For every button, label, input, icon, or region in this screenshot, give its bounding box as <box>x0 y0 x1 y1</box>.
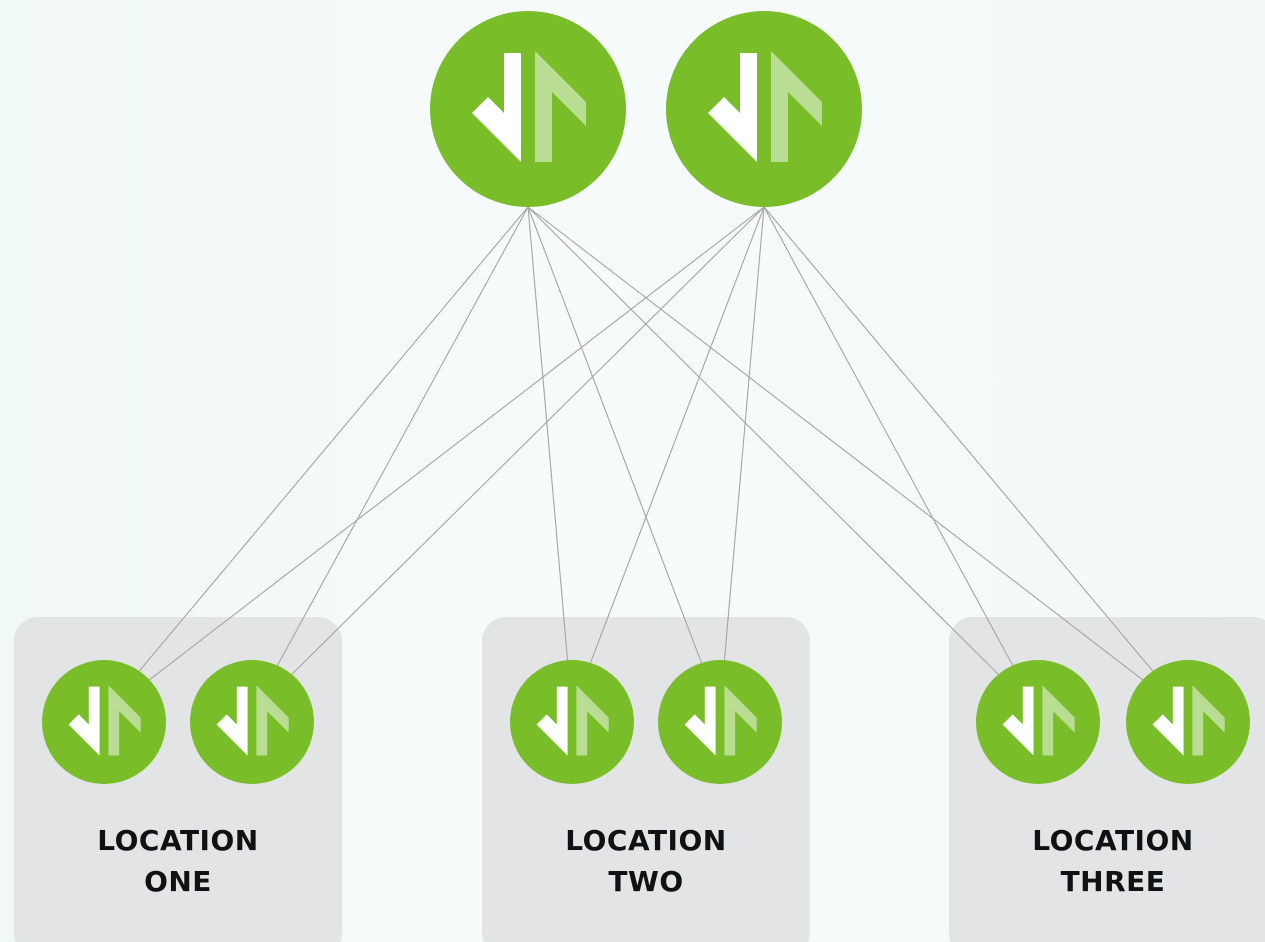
up-arrow-icon <box>576 685 609 756</box>
up-arrow-icon <box>108 685 141 756</box>
node-circle <box>1126 660 1250 784</box>
down-arrow-icon <box>68 686 100 756</box>
location-two-label-line1: LOCATION <box>565 824 726 857</box>
up-arrow-icon <box>1042 685 1075 756</box>
connection-line-hub1-loc1-node2 <box>276 206 529 666</box>
connection-line-hub2-loc2-node2 <box>723 206 765 661</box>
up-arrow-icon <box>724 685 757 756</box>
hub-node-1 <box>430 11 626 207</box>
connection-lines <box>138 206 1154 681</box>
location-one-label-line1: LOCATION <box>97 824 258 857</box>
connection-line-hub2-loc3-node2 <box>763 206 1154 672</box>
location-three-label-line1: LOCATION <box>1032 824 1193 857</box>
location-one-label-line2: ONE <box>144 865 212 898</box>
node-circle <box>658 660 782 784</box>
down-arrow-icon <box>708 53 757 162</box>
location-3-node-1 <box>976 660 1100 784</box>
up-down-arrows-icon <box>68 685 141 756</box>
down-arrow-icon <box>216 686 248 756</box>
connection-line-hub1-loc2-node1 <box>527 206 569 661</box>
connection-line-hub1-loc3-node2 <box>527 206 1143 681</box>
hub-node-2 <box>666 11 862 207</box>
up-down-arrows-icon <box>216 685 289 756</box>
down-arrow-icon <box>684 686 716 756</box>
down-arrow-icon <box>1152 686 1184 756</box>
connection-line-hub2-loc2-node1 <box>590 206 765 664</box>
up-down-arrows-icon <box>472 51 586 162</box>
connection-line-hub1-loc1-node1 <box>138 206 529 672</box>
up-arrow-icon <box>771 51 822 162</box>
location-two-label-line2: TWO <box>608 865 683 898</box>
location-1-node-2 <box>190 660 314 784</box>
location-2-node-2 <box>658 660 782 784</box>
node-circle <box>42 660 166 784</box>
up-arrow-icon <box>535 51 586 162</box>
node-circle <box>666 11 862 207</box>
location-2-node-1 <box>510 660 634 784</box>
up-down-arrows-icon <box>1002 685 1075 756</box>
up-down-arrows-icon <box>1152 685 1225 756</box>
location-1-node-1 <box>42 660 166 784</box>
connection-line-hub2-loc1-node1 <box>149 206 765 681</box>
down-arrow-icon <box>472 53 521 162</box>
connection-line-hub2-loc1-node2 <box>291 206 765 675</box>
up-down-arrows-icon <box>708 51 822 162</box>
up-arrow-icon <box>256 685 289 756</box>
node-circle <box>430 11 626 207</box>
node-circle <box>190 660 314 784</box>
location-3-node-2 <box>1126 660 1250 784</box>
connection-line-hub2-loc3-node1 <box>763 206 1014 666</box>
connection-line-hub1-loc3-node1 <box>527 206 999 675</box>
down-arrow-icon <box>536 686 568 756</box>
up-down-arrows-icon <box>536 685 609 756</box>
up-down-arrows-icon <box>684 685 757 756</box>
node-circle <box>510 660 634 784</box>
down-arrow-icon <box>1002 686 1034 756</box>
location-three-label-line2: THREE <box>1061 865 1166 898</box>
up-arrow-icon <box>1192 685 1225 756</box>
nodes <box>42 11 1250 784</box>
location-labels: LOCATION ONE LOCATION TWO LOCATION THREE <box>97 824 1193 898</box>
node-circle <box>976 660 1100 784</box>
connection-line-hub1-loc2-node2 <box>527 206 702 664</box>
